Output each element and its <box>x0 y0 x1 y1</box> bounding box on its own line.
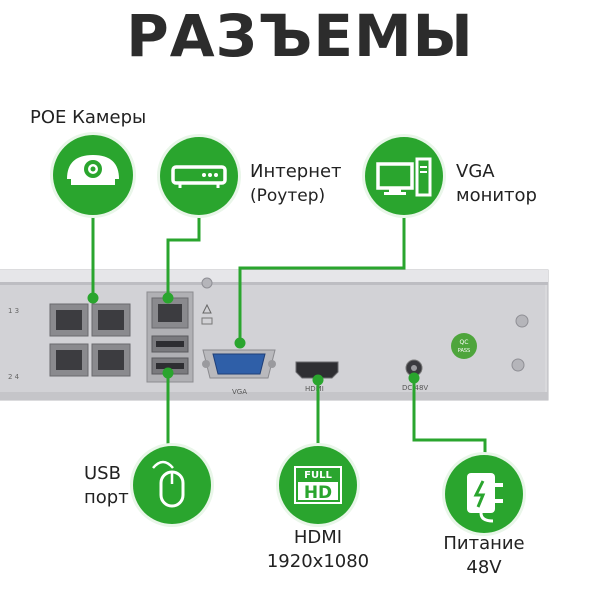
page-title: РАЗЪЕМЫ <box>126 2 474 70</box>
lan-connector-line <box>166 215 201 297</box>
power-connector-line <box>412 378 487 463</box>
power-adapter-icon <box>445 455 523 533</box>
hdmi-port-label: HDMI <box>305 385 324 393</box>
full-hd-bottom-text: HD <box>304 483 332 503</box>
usb-label: USB порт <box>84 462 129 510</box>
hdmi-label-line2: 1920x1080 <box>266 551 370 572</box>
power-label-line2: 48V <box>466 557 502 578</box>
vga-port <box>202 349 276 379</box>
power-label: Питание 48V <box>430 532 538 580</box>
internet-label: Интернет (Роутер) <box>250 160 342 208</box>
lan-usb-column <box>146 291 213 383</box>
qc-badge-line2: PASS <box>458 348 470 354</box>
poe-row-top-label: 1 3 <box>8 307 19 315</box>
vga-connector-line <box>238 215 406 343</box>
poe-cameras-label: POE Камеры <box>30 107 147 128</box>
connector-lines <box>87 210 487 463</box>
hdmi-label: HDMI 1920x1080 <box>258 526 378 574</box>
power-label-line1: Питание <box>443 533 525 554</box>
internet-label-line1: Интернет <box>250 161 342 182</box>
poe-camera-icon <box>53 135 133 215</box>
full-hd-icon: FULL HD <box>279 446 357 524</box>
hdmi-label-line1: HDMI <box>293 527 343 548</box>
mouse-icon <box>133 446 211 524</box>
usb-label-line2: порт <box>84 487 129 508</box>
vga-label-line2: монитор <box>456 185 537 206</box>
poe-row-bottom-label: 2 4 <box>8 373 20 381</box>
full-hd-top-text: FULL <box>304 470 332 481</box>
qc-badge-line1: QC <box>460 339 469 346</box>
poe-ports <box>49 303 131 377</box>
vga-port-label: VGA <box>232 388 247 396</box>
qc-pass-sticker: QC PASS <box>451 333 477 359</box>
hdmi-port <box>295 361 339 379</box>
usb-label-line1: USB <box>84 463 121 484</box>
monitor-icon <box>365 137 443 215</box>
router-icon <box>160 137 238 215</box>
vga-label: VGA монитор <box>456 160 537 208</box>
internet-label-line2: (Роутер) <box>250 186 326 206</box>
dc-power-port <box>405 359 423 377</box>
vga-label-line1: VGA <box>456 161 495 182</box>
